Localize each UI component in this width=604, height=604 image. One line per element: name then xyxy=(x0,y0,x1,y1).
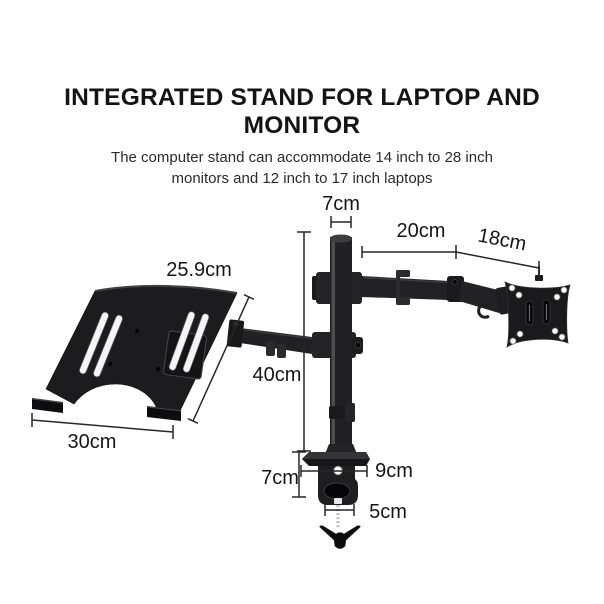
measure-lines xyxy=(31,216,540,516)
dim-label-pole-height: 40cm xyxy=(252,364,302,386)
laptop-arm xyxy=(226,319,363,358)
subtitle-line-2: monitors and 12 inch to 17 inch laptops xyxy=(171,170,433,187)
cable-clip xyxy=(396,272,400,304)
measure-clamp-depth xyxy=(300,465,368,477)
dim-label-pole-diameter: 7cm xyxy=(322,193,360,215)
tray-slot xyxy=(79,311,109,375)
dim-label-clamp-opening: 5cm xyxy=(369,501,407,523)
vesa-plate xyxy=(504,266,571,348)
dim-label-tray-depth: 25.9cm xyxy=(166,259,232,281)
tray-slot xyxy=(182,313,210,373)
tray-slot xyxy=(93,314,123,378)
desk-clamp xyxy=(302,452,370,549)
cable-hook xyxy=(477,302,490,319)
measure-tray-width xyxy=(31,413,174,439)
measure-tray-depth xyxy=(187,294,255,424)
measure-clamp-height xyxy=(292,451,306,498)
dim-label-tray-width: 30cm xyxy=(67,431,117,453)
measure-clamp-opening xyxy=(324,504,355,516)
measure-arm-outer xyxy=(455,251,540,281)
laptop-tray xyxy=(31,284,238,421)
dim-label-clamp-depth: 9cm xyxy=(375,460,413,482)
measure-pole-height xyxy=(297,231,311,452)
page-title: INTEGRATED STAND FOR LAPTOP AND MONITOR xyxy=(64,84,540,139)
subtitle-line-1: The computer stand can accommodate 14 in… xyxy=(111,149,493,166)
header: INTEGRATED STAND FOR LAPTOP AND MONITOR … xyxy=(0,0,604,189)
dim-label-clamp-height: 7cm xyxy=(261,467,299,489)
wing-nut xyxy=(319,525,361,549)
dim-label-arm-inner: 20cm xyxy=(396,220,446,242)
tray-slot xyxy=(168,311,196,371)
measure-arm-inner xyxy=(361,245,457,259)
pole xyxy=(325,234,357,454)
measure-pole-diameter xyxy=(330,216,352,228)
